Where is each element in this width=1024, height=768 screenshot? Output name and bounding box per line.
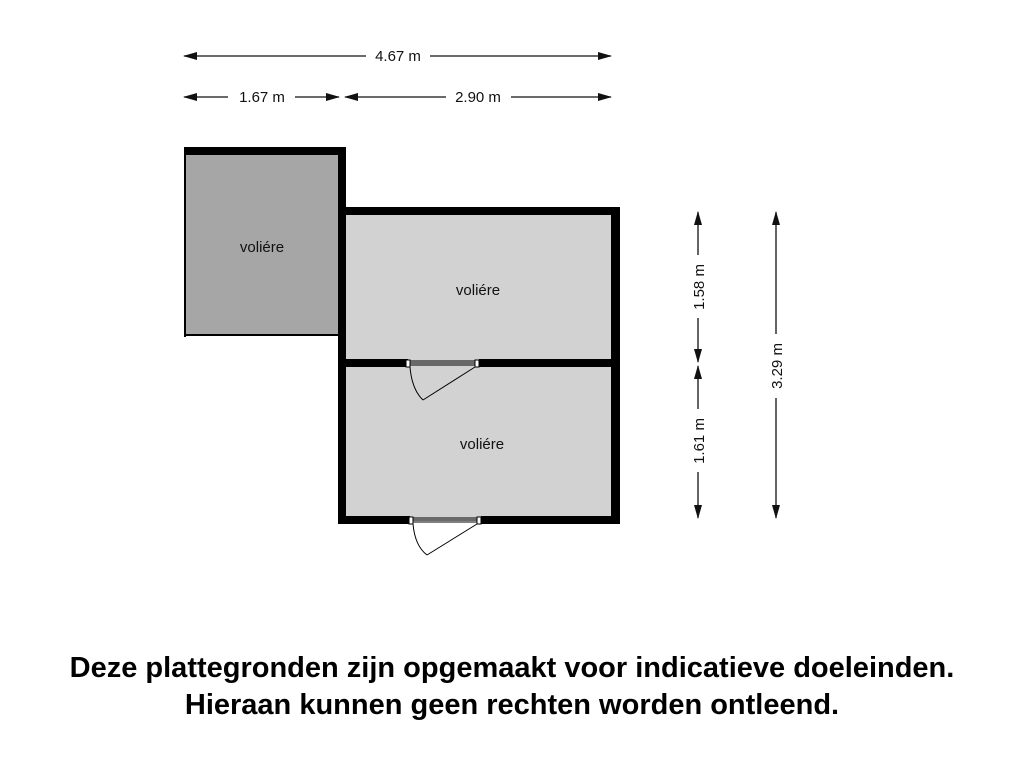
room-label-lower-right: voliére [460, 436, 504, 453]
dimension-label-upper-height: 1.58 m [691, 264, 708, 310]
door-exterior-swing-arc [412, 523, 428, 556]
wall-bottom-right [481, 516, 620, 524]
wall-left-room-bottom [184, 334, 340, 336]
room-label-left: voliére [240, 239, 284, 256]
door-interior [405, 359, 480, 401]
dimension-label-total-height: 3.29 m [769, 343, 786, 389]
dimension-label-total-width: 4.67 m [375, 48, 421, 65]
door-exterior [408, 516, 482, 556]
door-interior-jamb-right [474, 359, 480, 368]
room-upper-right-fill [342, 211, 615, 363]
door-exterior-leaf [426, 523, 478, 556]
wall-center-vertical [338, 147, 346, 524]
wall-right-top [338, 207, 620, 215]
walls [184, 147, 620, 524]
door-interior-leaf [422, 366, 476, 401]
disclaimer-line-1: Deze plattegronden zijn opgemaakt voor i… [69, 652, 955, 684]
dimension-label-left-width: 1.67 m [239, 89, 285, 106]
wall-left-room-left-edge [184, 147, 186, 337]
wall-divider-left [338, 359, 408, 367]
room-lower-right-fill [342, 363, 615, 521]
door-exterior-jamb-left [408, 516, 414, 525]
wall-divider-right [479, 359, 620, 367]
door-exterior-jamb-right [476, 516, 482, 525]
disclaimer-line-2: Hieraan kunnen geen rechten worden ontle… [184, 689, 840, 721]
door-interior-jamb-left [405, 359, 411, 368]
dimension-label-lower-height: 1.61 m [691, 418, 708, 464]
door-interior-swing-arc [409, 366, 424, 401]
room-label-upper-right: voliére [456, 282, 500, 299]
wall-bottom-left [338, 516, 410, 524]
wall-left-top [184, 147, 346, 155]
room-left-fill [184, 150, 342, 335]
dimension-label-right-width: 2.90 m [455, 89, 501, 106]
